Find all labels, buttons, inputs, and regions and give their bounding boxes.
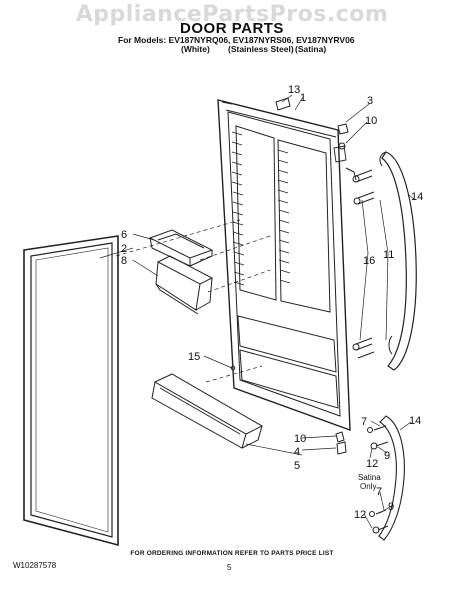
callout-4: 4 [294,446,300,458]
callout-13: 13 [288,84,300,96]
satina-label-line1: Satina [358,473,381,482]
leader-lines [99,94,416,529]
callout-11: 11 [383,249,394,261]
door-bin-medium [155,255,214,315]
models-line: For Models: EV187NYRQ06, EV187NYRS06, EV… [118,35,355,45]
watermark: AppliancePartsPros.com [75,2,389,27]
door-assembly [217,99,357,432]
callout-5: 5 [294,460,300,472]
callout-16: 16 [363,255,375,267]
variant-white: (White) [181,44,210,54]
callout-7b: 7 [376,486,382,498]
callout-3: 3 [367,95,373,107]
document-number: W10287578 [13,561,57,570]
hardware-parts [230,97,349,455]
callout-12: 12 [366,458,378,470]
page-number: 5 [227,563,232,572]
ordering-note: FOR ORDERING INFORMATION REFER TO PARTS … [130,550,334,557]
callout-8: 8 [121,255,127,267]
variant-stainless: (Stainless Steel) [228,44,294,54]
variant-satina: (Satina) [295,44,327,54]
door-handle [352,151,417,371]
callout-15: 15 [188,351,200,363]
door-gasket [23,235,119,547]
callout-1: 1 [300,92,306,104]
callout-10b: 10 [294,433,306,445]
callout-2: 2 [121,243,127,255]
callout-7: 7 [361,416,367,428]
callout-9b: 9 [388,501,394,513]
satina-label-line2: Only [360,482,376,491]
door-bin-small [148,229,214,267]
page-title: DOOR PARTS [180,20,284,37]
door-bin-large [151,373,264,449]
callout-12b: 12 [354,509,366,521]
dashed-leaders [115,219,271,383]
callout-14b: 14 [409,415,421,427]
callout-10: 10 [365,115,377,127]
callout-9: 9 [384,450,390,462]
callout-6: 6 [121,229,127,241]
callout-numbers: 13 1 3 10 14 16 11 6 2 8 15 7 14 10 4 5 … [121,84,423,521]
callout-14: 14 [411,191,423,203]
